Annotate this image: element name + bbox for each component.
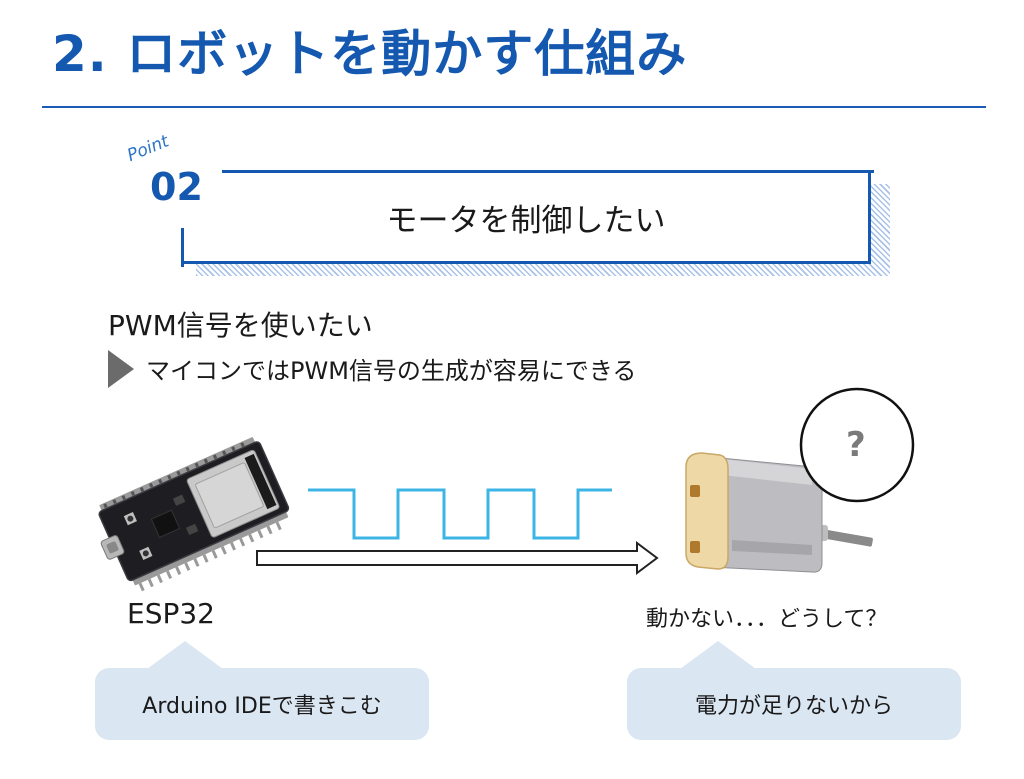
section-heading: PWM信号を使いたい bbox=[108, 309, 373, 342]
callout-left: Arduino IDEで書きこむ bbox=[95, 668, 429, 740]
esp32-label: ESP32 bbox=[127, 597, 215, 630]
point-box-top-line bbox=[222, 170, 874, 173]
callout-right-pointer bbox=[680, 641, 756, 669]
callout-right: 電力が足りないから bbox=[627, 668, 961, 740]
point-label: Point bbox=[124, 131, 172, 166]
point-box-left-line bbox=[181, 228, 184, 267]
point-box-border bbox=[181, 170, 871, 264]
question-bubble bbox=[799, 387, 915, 503]
point-box bbox=[181, 170, 871, 264]
signal-arrow bbox=[256, 541, 659, 575]
esp32-board-image bbox=[98, 437, 290, 592]
question-mark-icon: ? bbox=[846, 425, 866, 465]
point-number: 02 bbox=[150, 165, 203, 209]
motor-caption: 動かない．．．どうして？ bbox=[646, 607, 888, 632]
slide-title: 2. ロボットを動かす仕組み bbox=[52, 25, 688, 83]
bullet-text: マイコンではPWM信号の生成が容易にできる bbox=[146, 357, 637, 385]
callout-left-pointer bbox=[147, 641, 223, 669]
triangle-right-icon bbox=[108, 350, 134, 388]
title-divider bbox=[42, 106, 986, 108]
pwm-signal-wave bbox=[308, 488, 612, 540]
point-text: モータを制御したい bbox=[386, 202, 666, 239]
